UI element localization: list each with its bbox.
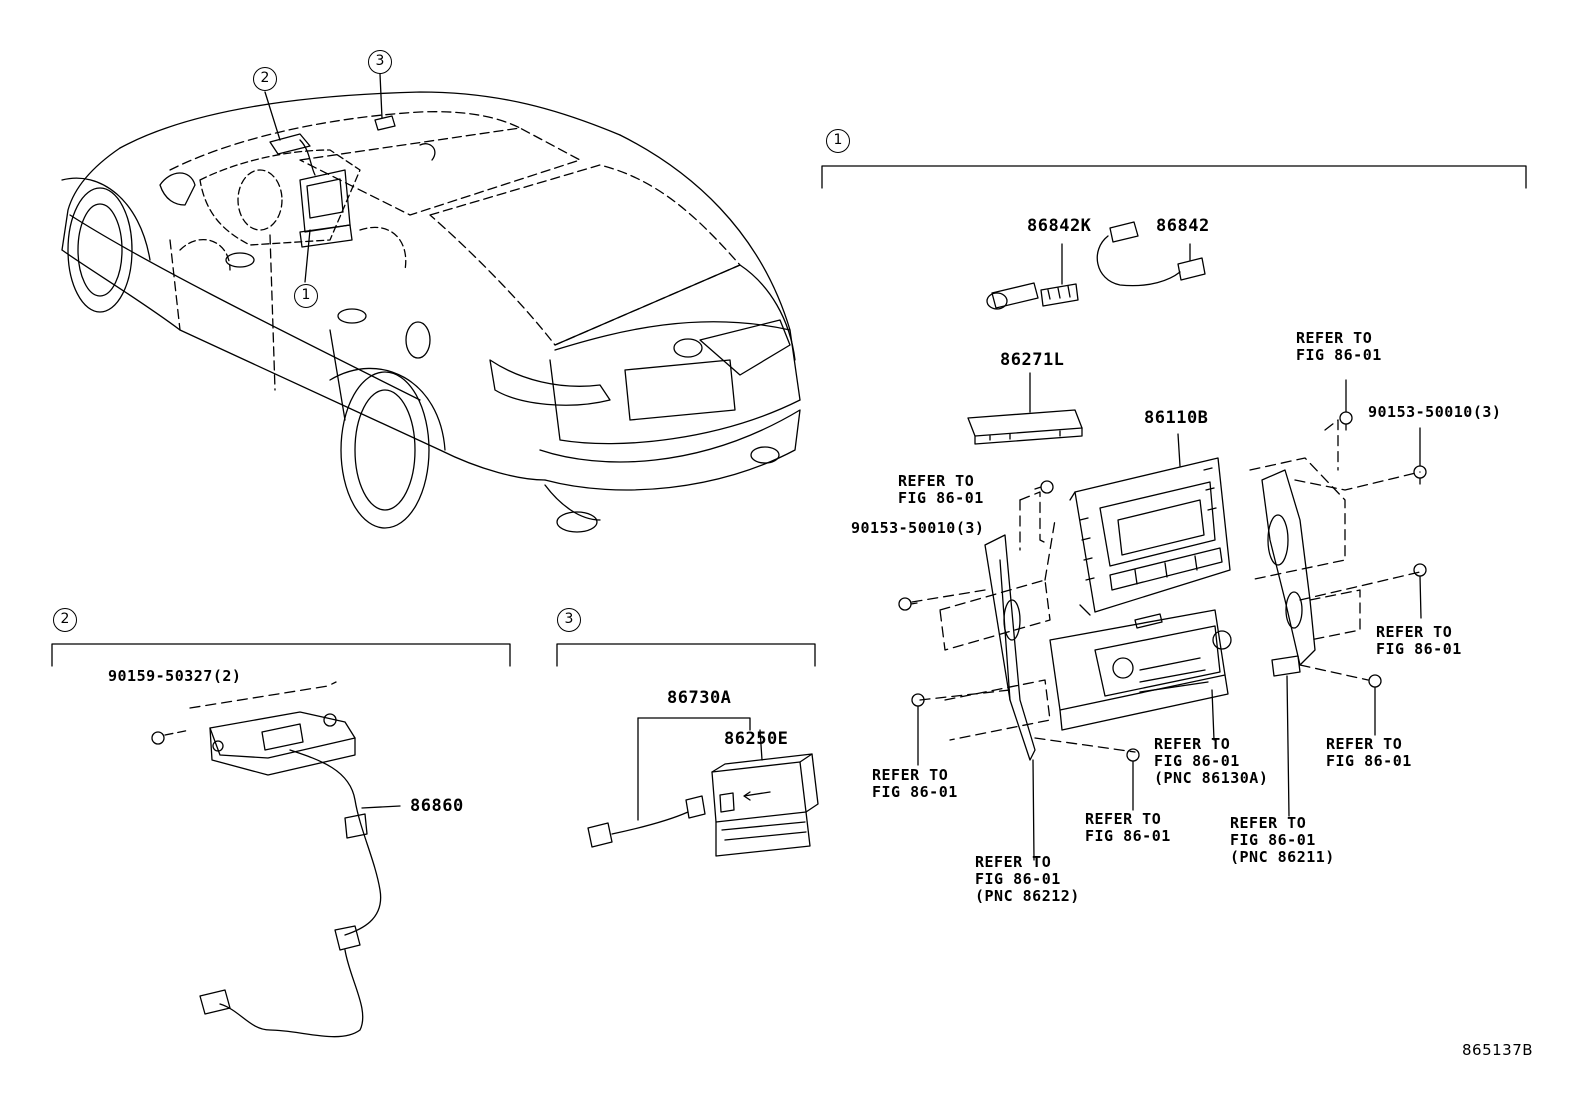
car-callout-1: 1	[294, 284, 318, 308]
part-86842: 86842	[1156, 216, 1210, 236]
section-3-bracket	[556, 643, 816, 667]
section-1-bracket	[821, 165, 1527, 189]
car-callout-2: 2	[253, 67, 277, 91]
audio-unit-drawing	[1049, 609, 1232, 741]
screws-section1	[898, 379, 1427, 811]
part-90153-50010-right: 90153-50010(3)	[1368, 403, 1502, 421]
part-86250e: 86250E	[724, 729, 789, 749]
cable-86842-drawing	[1096, 221, 1206, 287]
part-86842k: 86842K	[1027, 216, 1092, 236]
part-86271l: 86271L	[1000, 350, 1065, 370]
cable-86842k-drawing	[986, 243, 1079, 310]
car-illustration	[61, 73, 801, 533]
part-90159-50327: 90159-50327(2)	[108, 667, 242, 685]
left-bracket-drawing	[984, 534, 1036, 861]
part-86730a: 86730A	[667, 688, 732, 708]
display-panel-86110b-drawing	[1069, 433, 1231, 616]
figure-id: 865137B	[1462, 1041, 1534, 1059]
bracket-86860-drawing	[151, 681, 401, 1038]
part-90153-50010-left: 90153-50010(3)	[851, 519, 985, 537]
cable-86730a-drawing	[587, 717, 751, 848]
assembly-guides	[911, 419, 1421, 753]
usb-unit-86250e-drawing	[711, 729, 819, 857]
right-bracket-drawing	[1261, 469, 1316, 817]
section-1-marker: 1	[826, 129, 850, 153]
module-86271l-drawing	[967, 372, 1083, 445]
part-86860: 86860	[410, 796, 464, 816]
car-callout-3: 3	[368, 50, 392, 74]
section-3-marker: 3	[557, 608, 581, 632]
section-2-marker: 2	[53, 608, 77, 632]
part-86110b: 86110B	[1144, 408, 1209, 428]
section-2-bracket	[51, 643, 511, 667]
